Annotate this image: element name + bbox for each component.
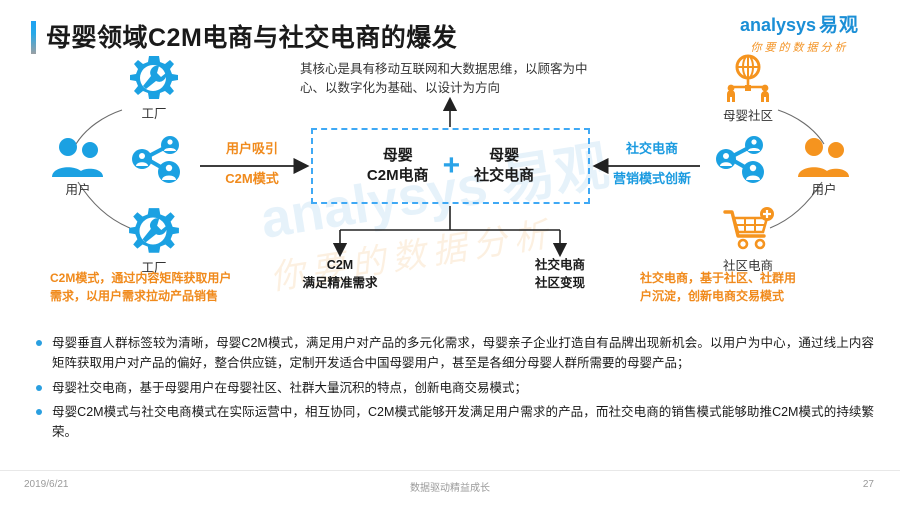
callout-right-line2: 户沉淀，创新电商交易模式 <box>640 289 785 303</box>
node-factory-bottom: 工厂 <box>108 206 200 276</box>
bottom-label-c2m-line1: C2M <box>326 258 354 272</box>
bottom-label-c2m: C2M 满足精准需求 <box>280 256 400 292</box>
node-left-user: 用户 <box>32 136 124 198</box>
callout-left: C2M模式，通过内容矩阵获取用户 需求，以用户需求拉动产品销售 <box>50 269 231 305</box>
node-factory-top-label: 工厂 <box>141 107 167 121</box>
node-factory-top: 工厂 <box>108 54 200 122</box>
diagram-connectors <box>75 96 825 258</box>
logo-brand-en: analysys <box>739 15 817 35</box>
diagram: 其核心是具有移动互联网和大数据思维，以顾客为中心、以数字化为基础、以设计为方向 <box>0 52 900 327</box>
list-item: 母婴C2M模式与社交电商模式在实际运营中，相互协同，C2M模式能够开发满足用户需… <box>36 402 874 443</box>
social-network-icon <box>132 136 180 183</box>
bullet-list: 母婴垂直人群标签较为清晰，母婴C2M模式，满足用户对产品的多元化需求，母婴亲子企… <box>36 333 874 446</box>
center-box-left-line2: C2M电商 <box>366 167 429 184</box>
bullet-dot-icon <box>36 384 42 391</box>
list-item: 母婴社交电商，基于母婴用户在母婴社区、社群大量沉积的特点，创新电商交易模式； <box>36 378 874 398</box>
social-network-icon <box>716 136 764 183</box>
list-item: 母婴垂直人群标签较为清晰，母婴C2M模式，满足用户对产品的多元化需求，母婴亲子企… <box>36 333 874 374</box>
right-arrow-labels: 社交电商 <box>596 140 708 159</box>
left-arrow-labels: 用户吸引 <box>196 140 308 159</box>
node-community-commerce-label: 社区电商 <box>722 259 773 273</box>
node-right-user: 用户 <box>778 136 870 198</box>
callout-right: 社交电商，基于社区、社群用 户沉淀，创新电商交易模式 <box>640 269 796 305</box>
right-arrow-label-2: 营销模式创新 <box>612 171 691 186</box>
bullet-dot-icon <box>36 340 42 346</box>
factory-gear-icon <box>130 56 178 99</box>
bullet-dot-icon <box>36 408 42 415</box>
plus-icon: + <box>442 149 461 182</box>
bullet-text: 母婴垂直人群标签较为清晰，母婴C2M模式，满足用户对产品的多元化需求，母婴亲子企… <box>52 336 874 371</box>
title-accent-bar <box>31 21 36 54</box>
node-factory-bottom-label: 工厂 <box>141 261 167 275</box>
node-left-network <box>122 134 192 184</box>
left-arrow-label-1: 用户吸引 <box>225 141 278 156</box>
page-title: 母婴领域C2M电商与社交电商的爆发 <box>46 24 458 52</box>
center-box-left-line1: 母婴 <box>382 146 413 164</box>
logo-tagline: 你要的数据分析 <box>750 42 849 54</box>
shopping-cart-icon <box>723 207 774 250</box>
center-box-right: 母婴 社交电商 <box>474 146 534 187</box>
node-community-commerce: 社区电商 <box>700 204 796 274</box>
community-globe-icon <box>727 54 769 102</box>
factory-gear-icon <box>129 208 179 253</box>
bottom-label-social-line2: 社区变现 <box>534 276 585 291</box>
footer-divider <box>0 470 900 471</box>
callout-left-line1: C2M模式，通过内容矩阵获取用户 <box>50 271 232 285</box>
bottom-label-social: 社交电商 社区变现 <box>500 256 620 292</box>
right-arrow-labels-2: 营销模式创新 <box>590 170 714 189</box>
users-icon <box>52 138 103 177</box>
right-arrow-label-1: 社交电商 <box>625 141 678 156</box>
users-icon <box>798 138 849 177</box>
node-community: 母婴社区 <box>700 54 796 124</box>
bottom-label-c2m-line2: 满足精准需求 <box>302 276 378 291</box>
center-box-right-line2: 社交电商 <box>474 167 535 184</box>
callout-right-line1: 社交电商，基于社区、社群用 <box>640 271 797 285</box>
left-arrow-label-2: C2M模式 <box>225 171 279 186</box>
logo-brand-cn: 易观 <box>819 15 860 36</box>
node-right-network <box>706 134 776 184</box>
center-box-left: 母婴 C2M电商 <box>367 146 429 187</box>
footer-slogan: 数据驱动精益成长 <box>410 483 490 494</box>
footer-date: 2019/6/21 <box>24 479 69 490</box>
left-arrow-labels-2: C2M模式 <box>196 170 308 189</box>
bullet-text: 母婴社交电商，基于母婴用户在母婴社区、社群大量沉积的特点，创新电商交易模式； <box>52 380 528 395</box>
bullet-text: 母婴C2M模式与社交电商模式在实际运营中，相互协同，C2M模式能够开发满足用户需… <box>52 404 874 439</box>
node-left-user-label: 用户 <box>65 183 91 197</box>
center-box: 母婴 C2M电商 + 母婴 社交电商 <box>311 128 590 204</box>
footer-page-number: 27 <box>862 479 874 490</box>
center-box-right-line1: 母婴 <box>489 146 520 164</box>
callout-left-line2: 需求，以用户需求拉动产品销售 <box>50 289 219 303</box>
node-community-label: 母婴社区 <box>722 109 773 123</box>
core-description: 其核心是具有移动互联网和大数据思维，以顾客为中心、以数字化为基础、以设计为方向 <box>300 62 588 96</box>
node-right-user-label: 用户 <box>811 183 837 197</box>
bottom-label-social-line1: 社交电商 <box>534 258 585 272</box>
